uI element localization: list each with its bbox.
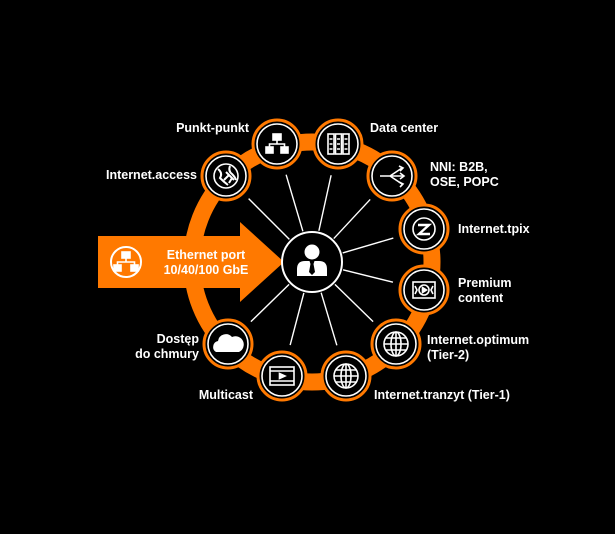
network-tree-icon	[265, 133, 289, 154]
label-line: Punkt-punkt	[176, 121, 249, 135]
globe-icon	[383, 331, 409, 357]
spoke-access	[248, 198, 290, 240]
label-internet-tpix: Internet.tpix	[458, 222, 530, 237]
node-tpix	[398, 203, 450, 255]
globe-plane-icon	[213, 163, 239, 189]
label-line: content	[458, 291, 504, 305]
label-line: Internet.tranzyt (Tier-1)	[374, 388, 510, 402]
label-line: OSE, POPC	[430, 175, 499, 189]
branch-arrows-icon	[380, 165, 406, 188]
spoke-optimum	[334, 283, 374, 323]
label-line: Internet.optimum	[427, 333, 530, 347]
label-cloud-access: Dostęp do chmury	[135, 332, 199, 362]
label-internet-access: Internet.access	[106, 168, 197, 183]
label-line: NNI: B2B,	[430, 160, 488, 174]
film-strip-icon	[269, 366, 295, 386]
label-line: Internet.access	[105, 168, 197, 182]
ethernet-port-line1: Ethernet port	[166, 248, 246, 262]
connector-lines	[248, 174, 394, 346]
label-data-center: Data center	[370, 121, 438, 136]
node-access	[200, 150, 252, 202]
node-datacenter	[312, 118, 364, 170]
node-cloud	[202, 318, 254, 370]
spoke-premium	[342, 269, 394, 283]
label-punkt-punkt: Punkt-punkt	[176, 121, 249, 136]
video-play-icon	[412, 281, 436, 299]
node-tranzyt	[320, 350, 372, 402]
cloud-icon	[213, 334, 244, 352]
spoke-datacenter	[318, 175, 332, 231]
label-line: Multicast	[198, 388, 253, 402]
label-nni: NNI: B2B, OSE, POPC	[430, 160, 499, 190]
node-premium	[398, 264, 450, 316]
center-node	[281, 231, 343, 293]
node-optimum	[370, 318, 422, 370]
globe-icon	[333, 363, 359, 389]
business-person-icon	[297, 244, 327, 276]
server-rack-icon	[327, 133, 350, 155]
spoke-punkt	[285, 174, 304, 232]
label-line: Internet.tpix	[458, 222, 530, 236]
label-line: (Tier-2)	[427, 348, 470, 362]
spoke-nni	[333, 198, 371, 240]
label-multicast: Multicast	[199, 388, 253, 403]
node-multicast	[256, 350, 308, 402]
label-line: Premium	[458, 276, 512, 290]
exchange-globe-icon	[412, 217, 436, 241]
label-internet-tranzyt: Internet.tranzyt (Tier-1)	[374, 388, 510, 403]
spoke-cloud	[250, 283, 290, 323]
node-nni	[366, 150, 418, 202]
label-line: do chmury	[135, 347, 199, 361]
label-premium-content: Premium content	[458, 276, 512, 306]
node-punkt	[251, 118, 303, 170]
ethernet-port-arrow	[98, 222, 284, 302]
label-internet-optimum: Internet.optimum (Tier-2)	[427, 333, 529, 363]
network-tree-icon	[110, 246, 142, 278]
ethernet-port-line2: 10/40/100 GbE	[163, 263, 249, 277]
ethernet-port-label: Ethernet port 10/40/100 GbE	[152, 248, 260, 278]
label-line: Dostęp	[156, 332, 199, 346]
spoke-tpix	[342, 237, 394, 254]
spoke-multicast	[289, 292, 305, 346]
label-line: Data center	[370, 121, 439, 135]
spoke-tranzyt	[320, 292, 338, 346]
